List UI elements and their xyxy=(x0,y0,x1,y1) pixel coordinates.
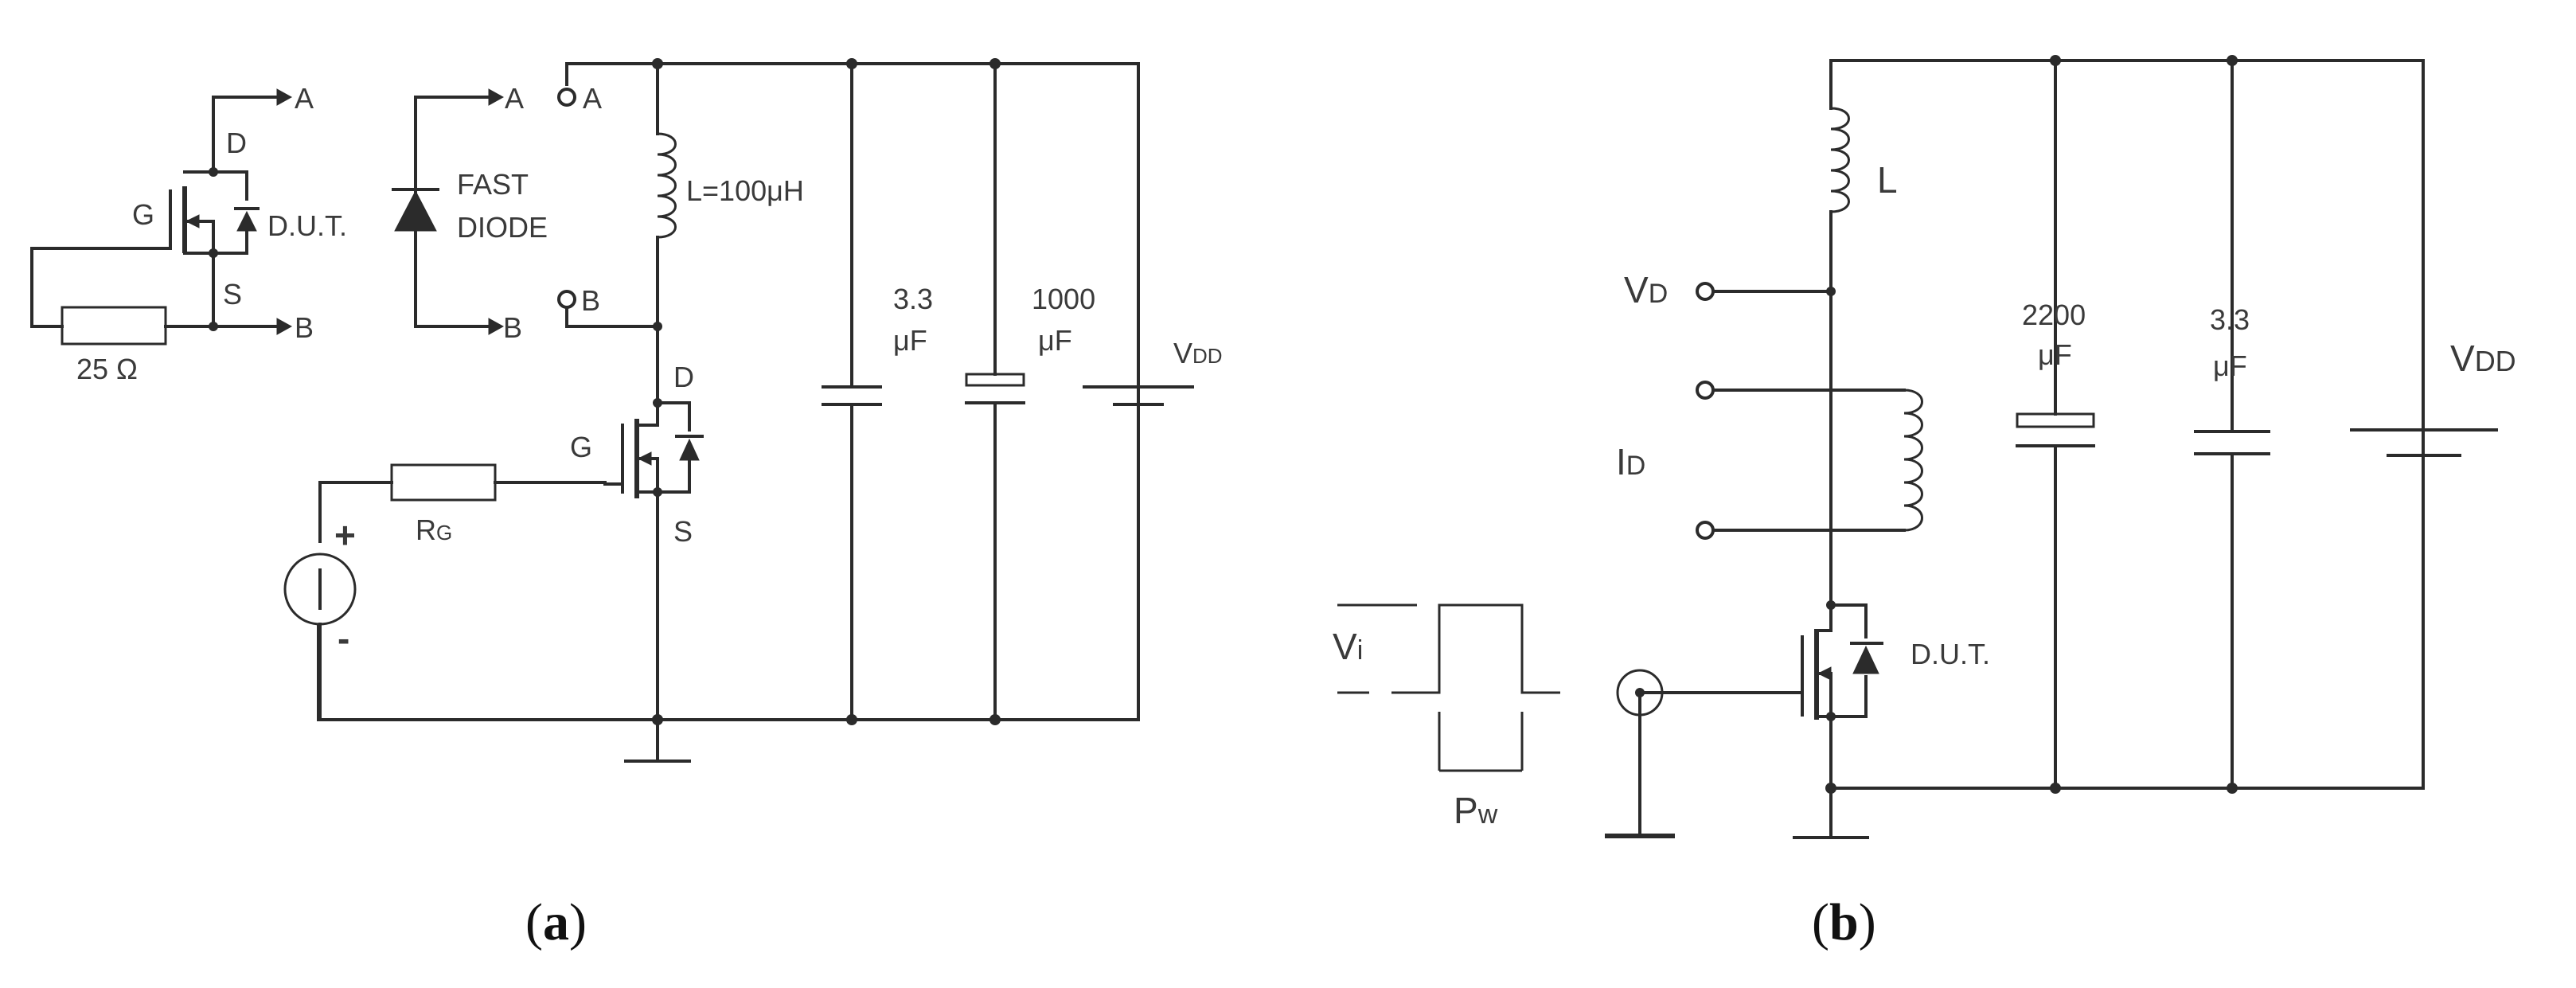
inset-dut-label: D.U.T. xyxy=(267,209,347,242)
vdd-label: VDD xyxy=(1173,337,1223,369)
id-label: ID xyxy=(1616,441,1645,482)
source-minus: - xyxy=(338,618,349,659)
cap-3-3-b-value: 3.3 xyxy=(2210,303,2250,336)
inset-node-a: A xyxy=(295,82,314,115)
caption-a-close: ) xyxy=(569,893,587,951)
mosfet-gate-label: G xyxy=(570,431,592,463)
caption-b-letter: b xyxy=(1829,893,1859,951)
inductor-l-label: L xyxy=(1877,159,1898,201)
terminal-a-label: A xyxy=(583,82,602,115)
vi-sub: i xyxy=(1357,635,1364,666)
cap-3-3-unit: μF xyxy=(893,324,927,357)
inset-drain-label: D xyxy=(226,127,247,159)
cap-1000-value: 1000 xyxy=(1032,283,1095,315)
cap-2200-value: 2200 xyxy=(2022,299,2086,331)
inset-node-b: B xyxy=(295,311,314,344)
caption-b-open: ( xyxy=(1812,893,1829,951)
rg-label: RG xyxy=(416,514,452,546)
vd-main: V xyxy=(1624,269,1649,310)
vd-label: VD xyxy=(1624,269,1668,310)
fast-diode-node-b: B xyxy=(503,311,522,344)
cap-3-3-value: 3.3 xyxy=(893,283,933,315)
cap-3-3-b-unit: μF xyxy=(2213,350,2247,382)
vd-sub: D xyxy=(1649,279,1669,309)
vdd-b-label: VDD xyxy=(2450,338,2516,379)
fast-diode-label-2: DIODE xyxy=(457,211,548,244)
main-circuit-a: A B L=100μH 3.3 μF 1000 μF VDD D G S RG … xyxy=(283,58,1223,763)
rg-main: R xyxy=(416,514,436,546)
vdd-b-main: V xyxy=(2450,338,2475,379)
inductor-label: L=100μH xyxy=(686,174,804,207)
caption-a-letter: a xyxy=(543,893,569,951)
caption-b: (b) xyxy=(1812,893,1876,951)
cap-1000-unit: μF xyxy=(1038,324,1072,357)
dut-label-b: D.U.T. xyxy=(1911,638,1990,670)
inset-source-label: S xyxy=(223,278,242,310)
vdd-b-sub: DD xyxy=(2475,345,2516,377)
source-plus: + xyxy=(334,514,356,556)
caption-a-open: ( xyxy=(525,893,543,951)
id-main: I xyxy=(1616,441,1626,482)
circuit-a: A B D S G D.U.T. 25 Ω A B FAST DIODE xyxy=(30,58,1223,951)
mosfet-source-label: S xyxy=(673,515,693,548)
rg-sub: G xyxy=(436,521,452,545)
vi-main: V xyxy=(1333,626,1357,667)
vi-label: Vi xyxy=(1333,626,1363,667)
pw-main: P xyxy=(1454,790,1478,831)
fast-diode-circuit: A B FAST DIODE xyxy=(392,82,548,344)
caption-a: (a) xyxy=(525,893,587,951)
vdd-sub: DD xyxy=(1192,344,1223,368)
pw-sub: w xyxy=(1477,799,1498,830)
id-sub: D xyxy=(1626,451,1646,481)
fast-diode-label-1: FAST xyxy=(457,168,529,201)
inset-resistor-label: 25 Ω xyxy=(76,353,138,385)
inset-gate-label: G xyxy=(132,198,154,231)
mosfet-drain-label: D xyxy=(673,361,694,393)
cap-2200-unit: μF xyxy=(2038,338,2072,371)
inset-dut-circuit: A B D S G D.U.T. 25 Ω xyxy=(30,82,347,385)
fast-diode-node-a: A xyxy=(505,82,524,115)
pw-label: Pw xyxy=(1454,790,1498,831)
caption-b-close: ) xyxy=(1859,893,1876,951)
terminal-b-label: B xyxy=(581,284,600,317)
circuit-b: L VD ID Vi Pw D.U.T. 2200 μF 3.3 μF VDD … xyxy=(1333,55,2516,951)
vdd-main: V xyxy=(1173,337,1192,369)
